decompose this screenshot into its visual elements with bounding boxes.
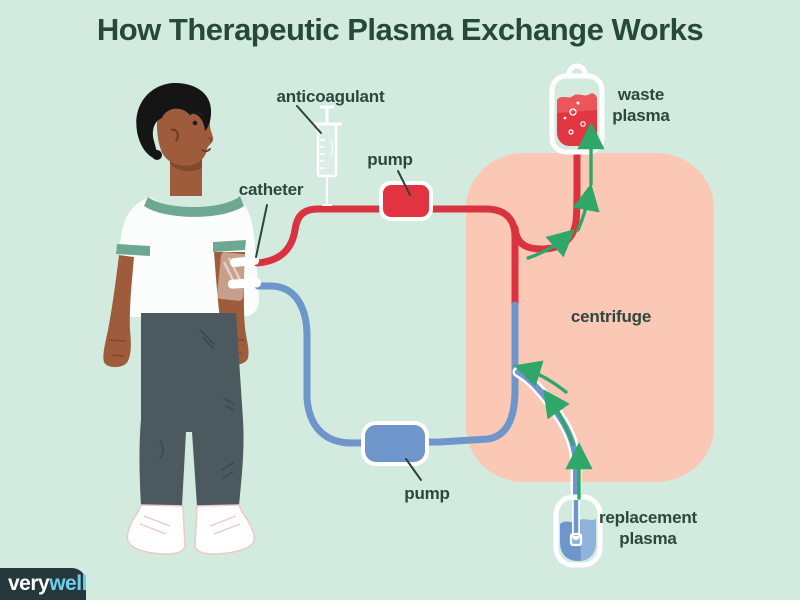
sneakers <box>126 504 255 555</box>
replacement-plasma-bag-icon <box>553 494 603 568</box>
label-replacement-plasma-line1: replacement <box>599 508 697 527</box>
label-pump-top: pump <box>367 150 413 169</box>
pump-icon-red <box>379 181 433 221</box>
label-anticoagulant: anticoagulant <box>276 87 385 106</box>
logo-text-well: well <box>49 572 87 595</box>
patient-figure <box>103 82 260 555</box>
label-waste-plasma-line2: plasma <box>612 106 670 125</box>
label-centrifuge: centrifuge <box>570 307 652 326</box>
label-waste-plasma: waste plasma <box>591 84 691 126</box>
logo-text-very: very <box>8 572 50 595</box>
blood-return-line <box>254 282 519 447</box>
label-pump-bottom: pump <box>404 484 450 503</box>
label-replacement-plasma: replacement plasma <box>573 507 723 549</box>
page-title: How Therapeutic Plasma Exchange Works <box>96 12 704 47</box>
syringe-icon <box>312 105 342 206</box>
label-pointer-lines <box>255 105 422 481</box>
pump-icon-blue <box>361 421 429 466</box>
flow-arrow-icons <box>513 122 605 500</box>
catheter-connector-icon <box>228 255 262 289</box>
label-waste-plasma-line1: waste <box>617 85 665 104</box>
centrifuge-chamber <box>466 153 714 482</box>
label-replacement-plasma-line2: plasma <box>619 529 677 548</box>
label-catheter: catheter <box>238 180 304 199</box>
